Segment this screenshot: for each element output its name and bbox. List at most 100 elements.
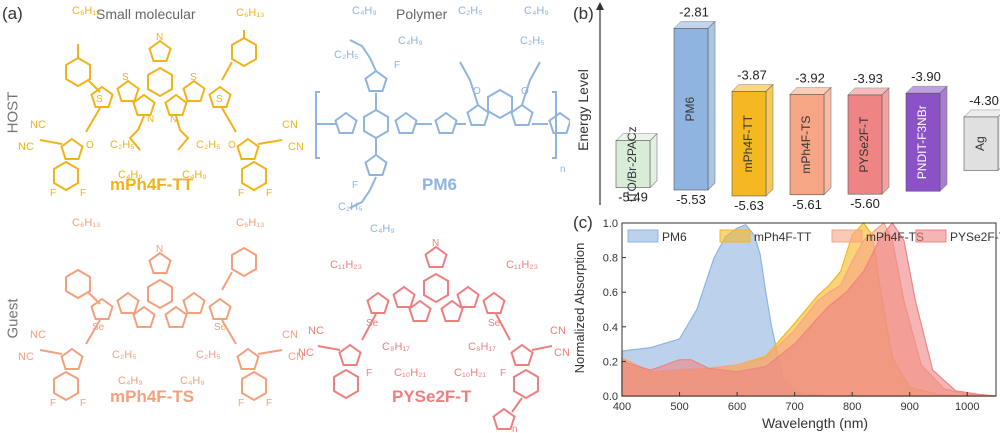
- legend-label: PYSe2F-T: [950, 230, 1000, 244]
- x-tick-label: 400: [613, 401, 631, 413]
- energy-bar-front: [731, 91, 767, 197]
- label-s-4: S: [216, 94, 223, 105]
- label-ts-c4h9-left: C₄H₉: [118, 375, 143, 387]
- energy-bar-front: [615, 140, 651, 188]
- label-pm6-c4h9-right: C₄H₉: [524, 5, 549, 17]
- energy-bar-front: [673, 28, 709, 191]
- label-pm6-c4h9-top: C₄H₉: [352, 5, 377, 17]
- y-axis-title: Normalized Absorption: [572, 243, 587, 374]
- energy-axis-arrow: [596, 2, 604, 10]
- label-py-c10h21-right: C₁₀H₂₁: [454, 367, 486, 379]
- x-axis-title: Wavelength (nm): [762, 415, 868, 431]
- legend-item-mph4f-ts: mPh4F-TS: [831, 229, 924, 244]
- panel-label-b: (b): [573, 4, 594, 23]
- energy-bar-label: Ag: [973, 136, 987, 151]
- label-n-right: N: [170, 114, 177, 125]
- x-tick-label: 700: [785, 401, 803, 413]
- label-cn-2: CN: [288, 141, 304, 153]
- homo-value: -5.63: [734, 198, 764, 213]
- label-s-3: S: [190, 72, 197, 83]
- energy-level-pm6: PM6-2.81-5.53: [673, 4, 716, 207]
- label-pm6-f-top: F: [394, 60, 400, 71]
- column-header-small-molecular: Small molecular: [96, 6, 196, 22]
- legend-swatch: [831, 229, 863, 243]
- homo-value: -5.49: [618, 190, 648, 205]
- label-c4h9-right: C₄H₉: [182, 169, 207, 181]
- label-n-top: N: [156, 32, 163, 43]
- label-ts-nc-2: NC: [18, 351, 34, 363]
- label-s-2: S: [122, 72, 129, 83]
- legend-label: mPh4F-TT: [754, 230, 812, 244]
- x-tick-label: 600: [728, 401, 746, 413]
- label-ts-c2h5-right: C₂H₅: [196, 349, 221, 361]
- label-py-cn-2: CN: [554, 347, 570, 359]
- legend-item-pyse2f-t: PYSe2F-T: [915, 229, 1000, 244]
- panel-label-a: (a): [2, 4, 23, 23]
- labels-mph4f-tt: C₆H₁₃ C₆H₁₃ N N N S S S S C₂H₅ C₂H₅ C₄H₉…: [18, 5, 304, 199]
- label-ts-f-4: F: [266, 398, 272, 409]
- y-tick-label: 0.8: [603, 253, 618, 265]
- structure-pm6: [315, 39, 570, 209]
- label-ts-se-left: Se: [92, 322, 105, 333]
- labels-mph4f-ts: C₆H₁₃ C₆H₁₃ N Se Se C₂H₅ C₂H₅ C₄H₉ C₄H₉ …: [18, 217, 304, 409]
- legend-swatch: [915, 229, 947, 243]
- label-f-4: F: [266, 188, 272, 199]
- plot-frame: [621, 222, 997, 397]
- label-ts-se-right: Se: [214, 322, 227, 333]
- lumo-value: -4.30: [969, 93, 999, 108]
- molecule-name-mph4f-ts: mPh4F-TS: [110, 387, 194, 406]
- legend-swatch: [627, 229, 659, 243]
- label-c2h5-right: C₂H₅: [196, 139, 221, 151]
- energy-bar-front: [963, 116, 999, 171]
- legend-label: mPh4F-TS: [866, 230, 924, 244]
- label-pm6-c2h5-right: C₂H₅: [520, 35, 545, 47]
- label-pm6-n: n: [560, 164, 566, 175]
- labels-pyse2f-t: C₁₁H₂₃ C₁₁H₂₃ N Se Se C₈H₁₇ C₈H₁₇ C₁₀H₂₁…: [298, 238, 570, 433]
- energy-bar-front: [789, 94, 825, 196]
- energy-bars: ITO/Br-2PACz-5.49PM6-2.81-5.53mPh4F-TT-3…: [615, 4, 1000, 213]
- label-pm6-c2h5-mid: C₂H₅: [458, 5, 483, 17]
- label-ts-f-3: F: [238, 398, 244, 409]
- lumo-value: -3.93: [853, 71, 883, 86]
- x-tick-label: 900: [901, 401, 919, 413]
- label-ts-c4h9-right: C₄H₉: [180, 375, 205, 387]
- y-tick-label: 0.4: [603, 322, 618, 334]
- y-tick-label: 0.6: [603, 287, 618, 299]
- label-ts-c6h13-right: C₆H₁₃: [236, 217, 265, 229]
- energy-bar-label: PNDIT-F3NBr: [915, 105, 929, 179]
- label-pm6-f-bottom: F: [352, 180, 358, 191]
- energy-bar-label: mPh4F-TS: [799, 116, 813, 174]
- label-pm6-c4h9-bottom: C₄H₉: [370, 223, 395, 235]
- energy-bar-side-face: [823, 86, 832, 196]
- x-tick-label: 500: [670, 401, 688, 413]
- homo-value: -5.60: [850, 196, 880, 211]
- label-py-nc-1: NC: [308, 325, 324, 337]
- energy-level-diagram: Energy Level ITO/Br-2PACz-5.49PM6-2.81-5…: [575, 2, 1000, 213]
- label-py-se-right: Se: [488, 318, 501, 329]
- energy-level-mph4f-tt: mPh4F-TT-3.87-5.63: [731, 67, 774, 213]
- label-c4h9-left: C₄H₉: [118, 169, 143, 181]
- lumo-value: -3.92: [795, 70, 825, 85]
- energy-bar-label: mPh4F-TT: [741, 114, 755, 172]
- label-py-f-1: F: [366, 368, 372, 379]
- legend-swatch: [719, 229, 751, 243]
- energy-level-pyse2f-t: PYSe2F-T -3.93 -5.60: [847, 71, 890, 211]
- label-py-c11h23-left: C₁₁H₂₃: [330, 259, 362, 271]
- energy-bar-front: [847, 94, 883, 195]
- label-f-1: F: [50, 188, 56, 199]
- structure-pyse2f-t: [317, 246, 553, 430]
- label-py-se-left: Se: [366, 318, 379, 329]
- lumo-value: -3.90: [911, 69, 941, 84]
- energy-axis-label: Energy Level: [575, 69, 591, 151]
- structure-mph4f-tt: [39, 30, 283, 191]
- label-py-c11h23-right: C₁₁H₂₃: [506, 259, 538, 271]
- label-ts-f-2: F: [80, 398, 86, 409]
- label-py-c10h21-left: C₁₀H₂₁: [394, 367, 426, 379]
- label-cn-1: CN: [282, 119, 298, 131]
- molecule-name-mph4f-tt: mPh4F-TT: [110, 175, 194, 194]
- label-pm6-o-left: O: [473, 86, 481, 97]
- x-tick-label: 1000: [955, 401, 979, 413]
- energy-bar-side-face: [939, 85, 948, 192]
- energy-bar-label: PM6: [683, 97, 697, 122]
- energy-bar-label: PYSe2F-T: [857, 116, 871, 173]
